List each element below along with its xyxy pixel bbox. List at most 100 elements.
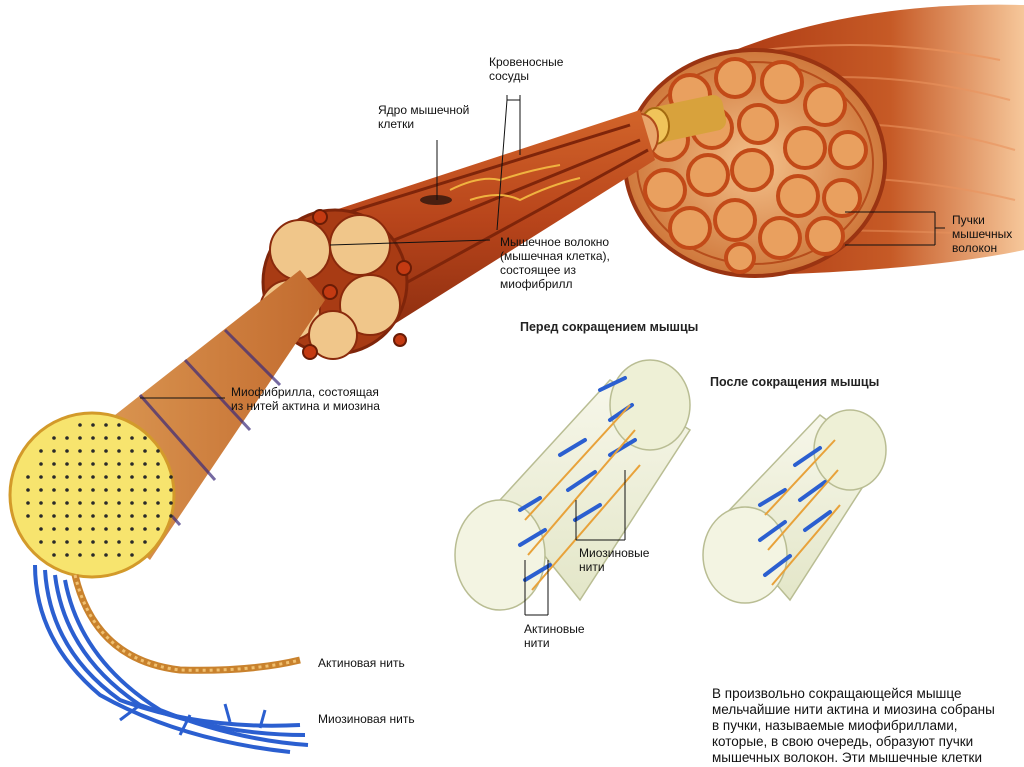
filament-dot bbox=[52, 540, 56, 544]
filament-dot bbox=[117, 488, 121, 492]
filament-dot bbox=[39, 449, 43, 453]
filament-dot bbox=[91, 423, 95, 427]
label-nucleus: Ядро мышечной клетки bbox=[378, 103, 470, 131]
filament-dot bbox=[130, 527, 134, 531]
filament-dot bbox=[78, 488, 82, 492]
filament-dot bbox=[156, 462, 160, 466]
filament-dot bbox=[39, 475, 43, 479]
filament-dot bbox=[91, 475, 95, 479]
filament-dot bbox=[143, 436, 147, 440]
filament-dot bbox=[78, 475, 82, 479]
filament-dot bbox=[78, 449, 82, 453]
filament-dot bbox=[65, 488, 69, 492]
filament-dot bbox=[156, 449, 160, 453]
filament-dot bbox=[78, 501, 82, 505]
heading-after-contraction: После сокращения мышцы bbox=[710, 375, 880, 389]
filament-dot bbox=[91, 540, 95, 544]
filament-dot bbox=[78, 423, 82, 427]
filament-dot bbox=[104, 514, 108, 518]
filament-dot bbox=[104, 436, 108, 440]
filament-dot bbox=[65, 527, 69, 531]
filament-dot bbox=[169, 488, 173, 492]
filament-dot bbox=[104, 553, 108, 557]
label-fiber-bundles: Пучки мышечных волокон bbox=[952, 213, 1013, 255]
filament-dot bbox=[39, 462, 43, 466]
filament-dot bbox=[39, 527, 43, 531]
filament-dot bbox=[130, 462, 134, 466]
filament-dot bbox=[156, 514, 160, 518]
filament-dot bbox=[104, 462, 108, 466]
filament-dot bbox=[143, 475, 147, 479]
filament-dot bbox=[143, 527, 147, 531]
filament-dot bbox=[104, 540, 108, 544]
filament-dot bbox=[91, 449, 95, 453]
filament-dot bbox=[104, 449, 108, 453]
filament-dot bbox=[117, 501, 121, 505]
filament-dot bbox=[52, 553, 56, 557]
filament-dot bbox=[26, 514, 30, 518]
filament-dot bbox=[130, 501, 134, 505]
filament-dot bbox=[39, 488, 43, 492]
filament-dot bbox=[117, 423, 121, 427]
filament-dot bbox=[65, 540, 69, 544]
filament-dot bbox=[130, 514, 134, 518]
filament-dot bbox=[52, 527, 56, 531]
filament-dot bbox=[130, 475, 134, 479]
muscle-cross-section bbox=[621, 48, 887, 278]
filament-dot bbox=[117, 436, 121, 440]
filament-dot bbox=[104, 527, 108, 531]
heading-before-contraction: Перед сокращением мышцы bbox=[520, 320, 699, 334]
filament-dot bbox=[130, 540, 134, 544]
filament-dot bbox=[143, 462, 147, 466]
filament-dot bbox=[78, 436, 82, 440]
filament-dot bbox=[65, 449, 69, 453]
filament-dot bbox=[104, 423, 108, 427]
filament-dot bbox=[143, 501, 147, 505]
filament-dot bbox=[65, 462, 69, 466]
filament-dot bbox=[26, 488, 30, 492]
description-paragraph: В произвольно сокращающейся мышце мельча… bbox=[712, 686, 1024, 767]
filament-dot bbox=[169, 501, 173, 505]
filament-dot bbox=[78, 462, 82, 466]
filament-dot bbox=[39, 501, 43, 505]
filament-dot bbox=[52, 449, 56, 453]
label-actin-filaments: Актиновые нити bbox=[524, 622, 585, 650]
filament-dot bbox=[143, 514, 147, 518]
filament-dot bbox=[130, 488, 134, 492]
filament-dot bbox=[117, 475, 121, 479]
filament-dot bbox=[91, 527, 95, 531]
description-line: в пучки, называемые миофибриллами, bbox=[712, 718, 958, 733]
myosin-filament bbox=[33, 564, 309, 754]
filament-dot bbox=[104, 475, 108, 479]
filament-dot bbox=[52, 514, 56, 518]
filament-dot bbox=[52, 475, 56, 479]
filament-dot bbox=[117, 449, 121, 453]
description-line: мельчайшие нити актина и миозина собраны bbox=[712, 702, 995, 717]
filament-dot bbox=[130, 553, 134, 557]
description-line: мышечных волокон. Эти мышечные клетки bbox=[712, 750, 982, 765]
myofibril-before-contraction bbox=[454, 359, 692, 611]
label-myosin-filament: Миозиновая нить bbox=[318, 712, 415, 726]
filament-dot bbox=[91, 462, 95, 466]
description-line: В произвольно сокращающейся мышце bbox=[712, 686, 962, 701]
filament-dot bbox=[156, 488, 160, 492]
filament-dot bbox=[104, 501, 108, 505]
label-actin-filament: Актиновая нить bbox=[318, 656, 405, 670]
myofibril-after-contraction bbox=[702, 409, 887, 604]
filament-dot bbox=[156, 475, 160, 479]
filament-dot bbox=[65, 501, 69, 505]
filament-dot bbox=[143, 540, 147, 544]
label-myosin-filaments: Миозиновые нити bbox=[579, 546, 650, 574]
filament-dot bbox=[52, 501, 56, 505]
filament-dot bbox=[26, 501, 30, 505]
label-blood-vessels: Кровеносные сосуды bbox=[489, 55, 564, 83]
leader-lines bbox=[140, 95, 945, 616]
filament-dot bbox=[78, 527, 82, 531]
filament-dot bbox=[91, 488, 95, 492]
filament-dot bbox=[130, 449, 134, 453]
filament-dot bbox=[65, 553, 69, 557]
filament-dot bbox=[117, 553, 121, 557]
filament-dot bbox=[104, 488, 108, 492]
actin-filament bbox=[71, 574, 301, 674]
